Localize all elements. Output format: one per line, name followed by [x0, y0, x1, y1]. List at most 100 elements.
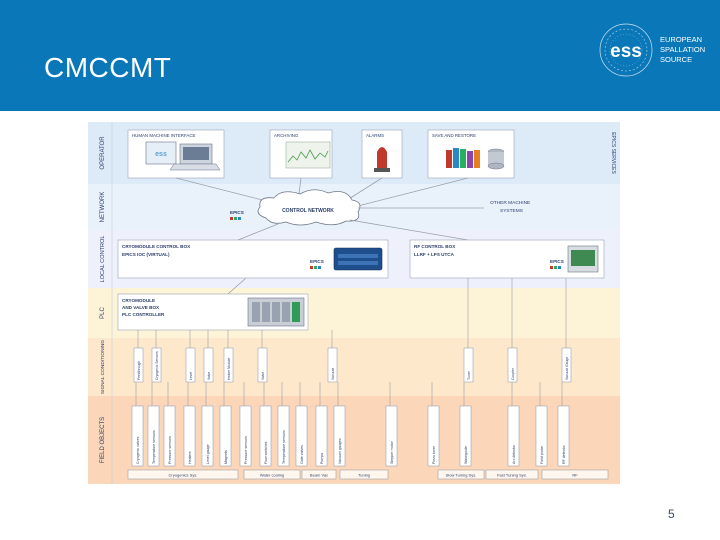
database-bottom-icon — [487, 162, 505, 170]
signal-module — [223, 347, 234, 383]
field-group-label: Tuning — [358, 473, 370, 478]
field-group — [437, 469, 485, 480]
monitor-icon — [145, 141, 177, 165]
band-label-operator: OPERATOR — [100, 136, 106, 170]
network-epics-label: EPICS — [230, 210, 244, 215]
plc-label-2: AND VALVE BOX — [122, 305, 160, 310]
field-object-label: Stepper motor — [390, 440, 394, 464]
field-object-label: Pressure sensors — [244, 436, 248, 464]
binder-blue-icon — [453, 148, 459, 168]
epics-services-label: EPICS SERVICES — [610, 132, 616, 174]
cryo-box-subtitle: EPICS IOC (VIRTUAL) — [122, 252, 170, 257]
field-group — [339, 469, 389, 480]
signal-module — [203, 347, 214, 383]
field-object-label: Waveguide — [464, 446, 468, 464]
control-network-label: CONTROL NETWORK — [282, 208, 334, 214]
rf-box-subtitle: LLRF + LPS UTCA — [414, 252, 455, 257]
ess-logo: ess EUROPEAN SPALLATION SOURCE — [596, 22, 714, 82]
epics-blue-square-icon — [238, 217, 241, 220]
epics-red-square-icon — [230, 217, 233, 220]
field-object — [183, 405, 196, 467]
logo-line-1: EUROPEAN — [660, 35, 703, 44]
field-object — [557, 405, 570, 467]
ioc-server-bay-2-icon — [338, 261, 378, 265]
database-body-icon — [488, 152, 504, 166]
field-object-label: Heaters — [188, 451, 192, 464]
archiving-label: ARCHIVING — [274, 133, 299, 138]
field-group-label: Water cooling — [260, 473, 284, 478]
cryo-epics-red-icon — [310, 266, 313, 269]
archive-trend-icon — [287, 149, 329, 163]
rf-epics-blue-icon — [558, 266, 561, 269]
field-object-label: Arc detector — [512, 444, 516, 464]
rf-epics-red-icon — [550, 266, 553, 269]
field-object — [239, 405, 252, 467]
band-label-plc: PLC — [100, 306, 106, 318]
binder-red-icon — [446, 150, 452, 168]
field-object — [427, 405, 440, 467]
cryo-box-connector — [237, 223, 279, 241]
cryo-box-title: CRYOMODULE CONTROL BOX — [122, 244, 191, 249]
ess-logo-mark-icon: ess — [599, 23, 653, 77]
plc-module-3-icon — [272, 302, 280, 322]
other-machine-label-2: SYSTEMS — [500, 208, 523, 214]
signal-module — [185, 347, 196, 383]
field-object-label: Temperature sensors — [152, 430, 156, 464]
hmi-screen-mark: ess — [155, 151, 167, 158]
alarm-beacon-icon — [377, 147, 387, 168]
rf-epics-green-icon — [554, 266, 557, 269]
field-object — [259, 405, 272, 467]
plc-module-1-icon — [252, 302, 260, 322]
field-object — [459, 405, 472, 467]
band-label-network: NETWORK — [100, 192, 106, 223]
ioc-server-icon — [333, 247, 383, 271]
binder-purple-icon — [467, 151, 473, 168]
plc-module-2-icon — [262, 302, 270, 322]
band-label-field-objects: FIELD OBJECTS — [100, 417, 106, 463]
field-group — [127, 469, 239, 480]
band-label-local-control: LOCAL CONTROL — [100, 235, 106, 282]
keyboard-icon — [169, 163, 221, 171]
field-object-label: Field probe — [540, 446, 544, 464]
signal-module — [151, 347, 162, 383]
field-group-label: Cryogenics Sys. — [169, 473, 198, 478]
signal-module-label: Vacuum Gauge — [565, 357, 569, 380]
field-object-label: Gate valves — [300, 445, 304, 464]
signal-module-label: Vacuum — [331, 368, 335, 380]
field-object — [333, 405, 346, 467]
alarm-beacon-base-icon — [374, 168, 390, 172]
band-field-objects — [88, 396, 620, 484]
signal-module-label: Cryogenic Sensors — [155, 351, 159, 380]
signal-module — [463, 347, 474, 383]
logo-line-3: SOURCE — [660, 55, 693, 64]
binder-green-icon — [460, 149, 466, 168]
field-object — [131, 405, 144, 467]
signal-module — [507, 347, 518, 383]
field-group — [243, 469, 301, 480]
signal-module-label: Feedthrough — [137, 361, 141, 380]
binder-orange-icon — [474, 150, 480, 168]
field-object — [277, 405, 290, 467]
field-group — [541, 469, 609, 480]
rf-box-connector — [349, 219, 469, 241]
signal-module-label: Tuner — [467, 370, 471, 380]
field-group-label: Slow Tuning Sys. — [446, 473, 477, 478]
signal-module — [257, 347, 268, 383]
logo-line-2: SPALLATION — [660, 45, 706, 54]
field-object — [295, 405, 308, 467]
field-object — [163, 405, 176, 467]
control-network-cloud — [257, 189, 361, 226]
field-object-label: RF detector — [562, 444, 566, 464]
signal-module — [327, 347, 338, 383]
field-group-label: RF — [572, 473, 578, 478]
save-restore-label: SAVE AND RESTORE — [432, 133, 476, 138]
control-architecture-diagram: OPERATOR NETWORK LOCAL CONTROL PLC SIGNA… — [88, 122, 620, 484]
field-object-label: Piezo tuner — [432, 445, 436, 464]
rf-box-title: RF CONTROL BOX — [414, 244, 456, 249]
field-group-label: Fast Tuning Sys. — [497, 473, 527, 478]
field-object — [147, 405, 160, 467]
rf-epics-label: EPICS — [550, 259, 564, 264]
plc-connector — [227, 277, 247, 295]
